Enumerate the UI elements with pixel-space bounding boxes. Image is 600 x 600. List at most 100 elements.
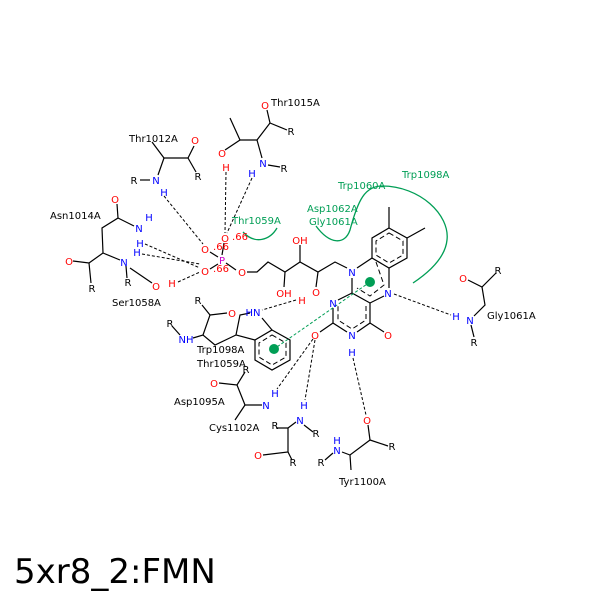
atom-h: H <box>145 213 153 224</box>
residue-label: Tyr1100A <box>338 477 386 488</box>
hydrophobic-label: Trp1098A <box>401 170 450 181</box>
hbond <box>352 357 367 416</box>
bond <box>267 164 281 168</box>
bond <box>332 308 348 333</box>
ribityl-chain <box>247 261 348 273</box>
benzo-ring-aromatic <box>375 232 404 264</box>
atom-charge-66: .66 <box>232 232 248 243</box>
pi-stacking <box>273 281 371 350</box>
bond <box>337 292 353 301</box>
bond <box>283 271 286 288</box>
bond <box>269 122 288 131</box>
hbond <box>226 177 253 234</box>
residue-label: Thr1012A <box>128 134 178 145</box>
atom-h: H <box>248 169 256 180</box>
residue-label: Asp1095A <box>174 397 225 408</box>
atom-o: O <box>363 416 371 427</box>
bond <box>235 312 256 341</box>
hydrophobic-label: Trp1060A <box>337 181 386 192</box>
bond <box>224 139 241 151</box>
atom-h: H <box>160 188 168 199</box>
atom-o: O <box>311 331 319 342</box>
bond <box>324 452 334 461</box>
atom-o: O <box>152 282 160 293</box>
bond <box>221 242 225 256</box>
bond <box>187 157 197 173</box>
trp-ring-aromatic <box>258 334 287 366</box>
atom-h: H <box>133 248 141 259</box>
bond <box>303 424 314 433</box>
bond <box>157 157 165 176</box>
atom-h: H <box>348 348 356 359</box>
atom-n: N <box>262 401 269 412</box>
atom-o: O <box>218 149 226 160</box>
hbond <box>393 293 452 316</box>
bond <box>261 317 273 331</box>
atom-h: H <box>452 312 460 323</box>
residue-labels: Thr1015A Thr1012A Asn1014A Ser1058A Trp1… <box>50 98 536 488</box>
bond <box>72 203 119 264</box>
hbond <box>261 299 297 311</box>
bond <box>229 109 271 141</box>
hydrophobic-label: Asp1062A <box>307 204 358 215</box>
atom-n: N <box>135 224 142 235</box>
atom-r: R <box>290 458 297 469</box>
atom-o: O <box>191 136 199 147</box>
bonds <box>72 109 497 471</box>
hydrophobic-label: Thr1059A <box>231 216 281 227</box>
atom-p: P <box>219 256 225 267</box>
bond <box>192 334 237 346</box>
atom-o: O <box>201 245 209 256</box>
residue-label: Gly1061A <box>487 311 536 322</box>
bond <box>276 421 297 429</box>
atom-n: N <box>152 176 159 187</box>
atom-h: H <box>222 163 230 174</box>
hbond <box>177 271 201 283</box>
bond <box>356 303 371 333</box>
atom-r: R <box>318 458 325 469</box>
bond <box>171 325 181 336</box>
atom-n: N <box>348 331 355 342</box>
atom-r: R <box>313 429 320 440</box>
bond <box>467 272 497 288</box>
atom-o: O <box>111 195 119 206</box>
atom-nh: NH <box>179 335 194 346</box>
atom-o: O <box>459 274 467 285</box>
atom-charge-66: .66 <box>213 242 229 253</box>
atom-r: R <box>281 164 288 175</box>
atom-o: O <box>254 451 262 462</box>
bond <box>234 404 246 421</box>
interactions <box>141 171 452 416</box>
hbond <box>304 339 316 401</box>
atom-h: H <box>333 436 341 447</box>
residue-label: Ser1058A <box>112 298 161 309</box>
bond <box>102 252 121 261</box>
hbond <box>224 171 227 234</box>
bond <box>287 451 293 461</box>
hydrophobic-contact-arc <box>242 227 278 241</box>
atom-r: R <box>167 319 174 330</box>
atom-n: N <box>120 258 127 269</box>
atom-oh: OH <box>276 289 291 300</box>
bond <box>236 384 262 406</box>
bond <box>225 262 237 271</box>
atom-h: H <box>298 296 306 307</box>
bond <box>256 139 263 159</box>
hydrophobic-label: Gly1061A <box>309 217 358 228</box>
bond <box>129 267 153 284</box>
atom-r: R <box>195 172 202 183</box>
atom-o: O <box>384 331 392 342</box>
atom-r: R <box>125 278 132 289</box>
atom-n: N <box>296 416 303 427</box>
bond <box>151 141 195 159</box>
residue-label: Cys1102A <box>209 423 260 434</box>
bond <box>367 424 389 447</box>
bond <box>356 261 385 297</box>
benzo-ring <box>371 227 408 269</box>
bond <box>88 262 92 284</box>
methyl-bond <box>406 227 426 239</box>
atom-r: R <box>243 365 250 376</box>
